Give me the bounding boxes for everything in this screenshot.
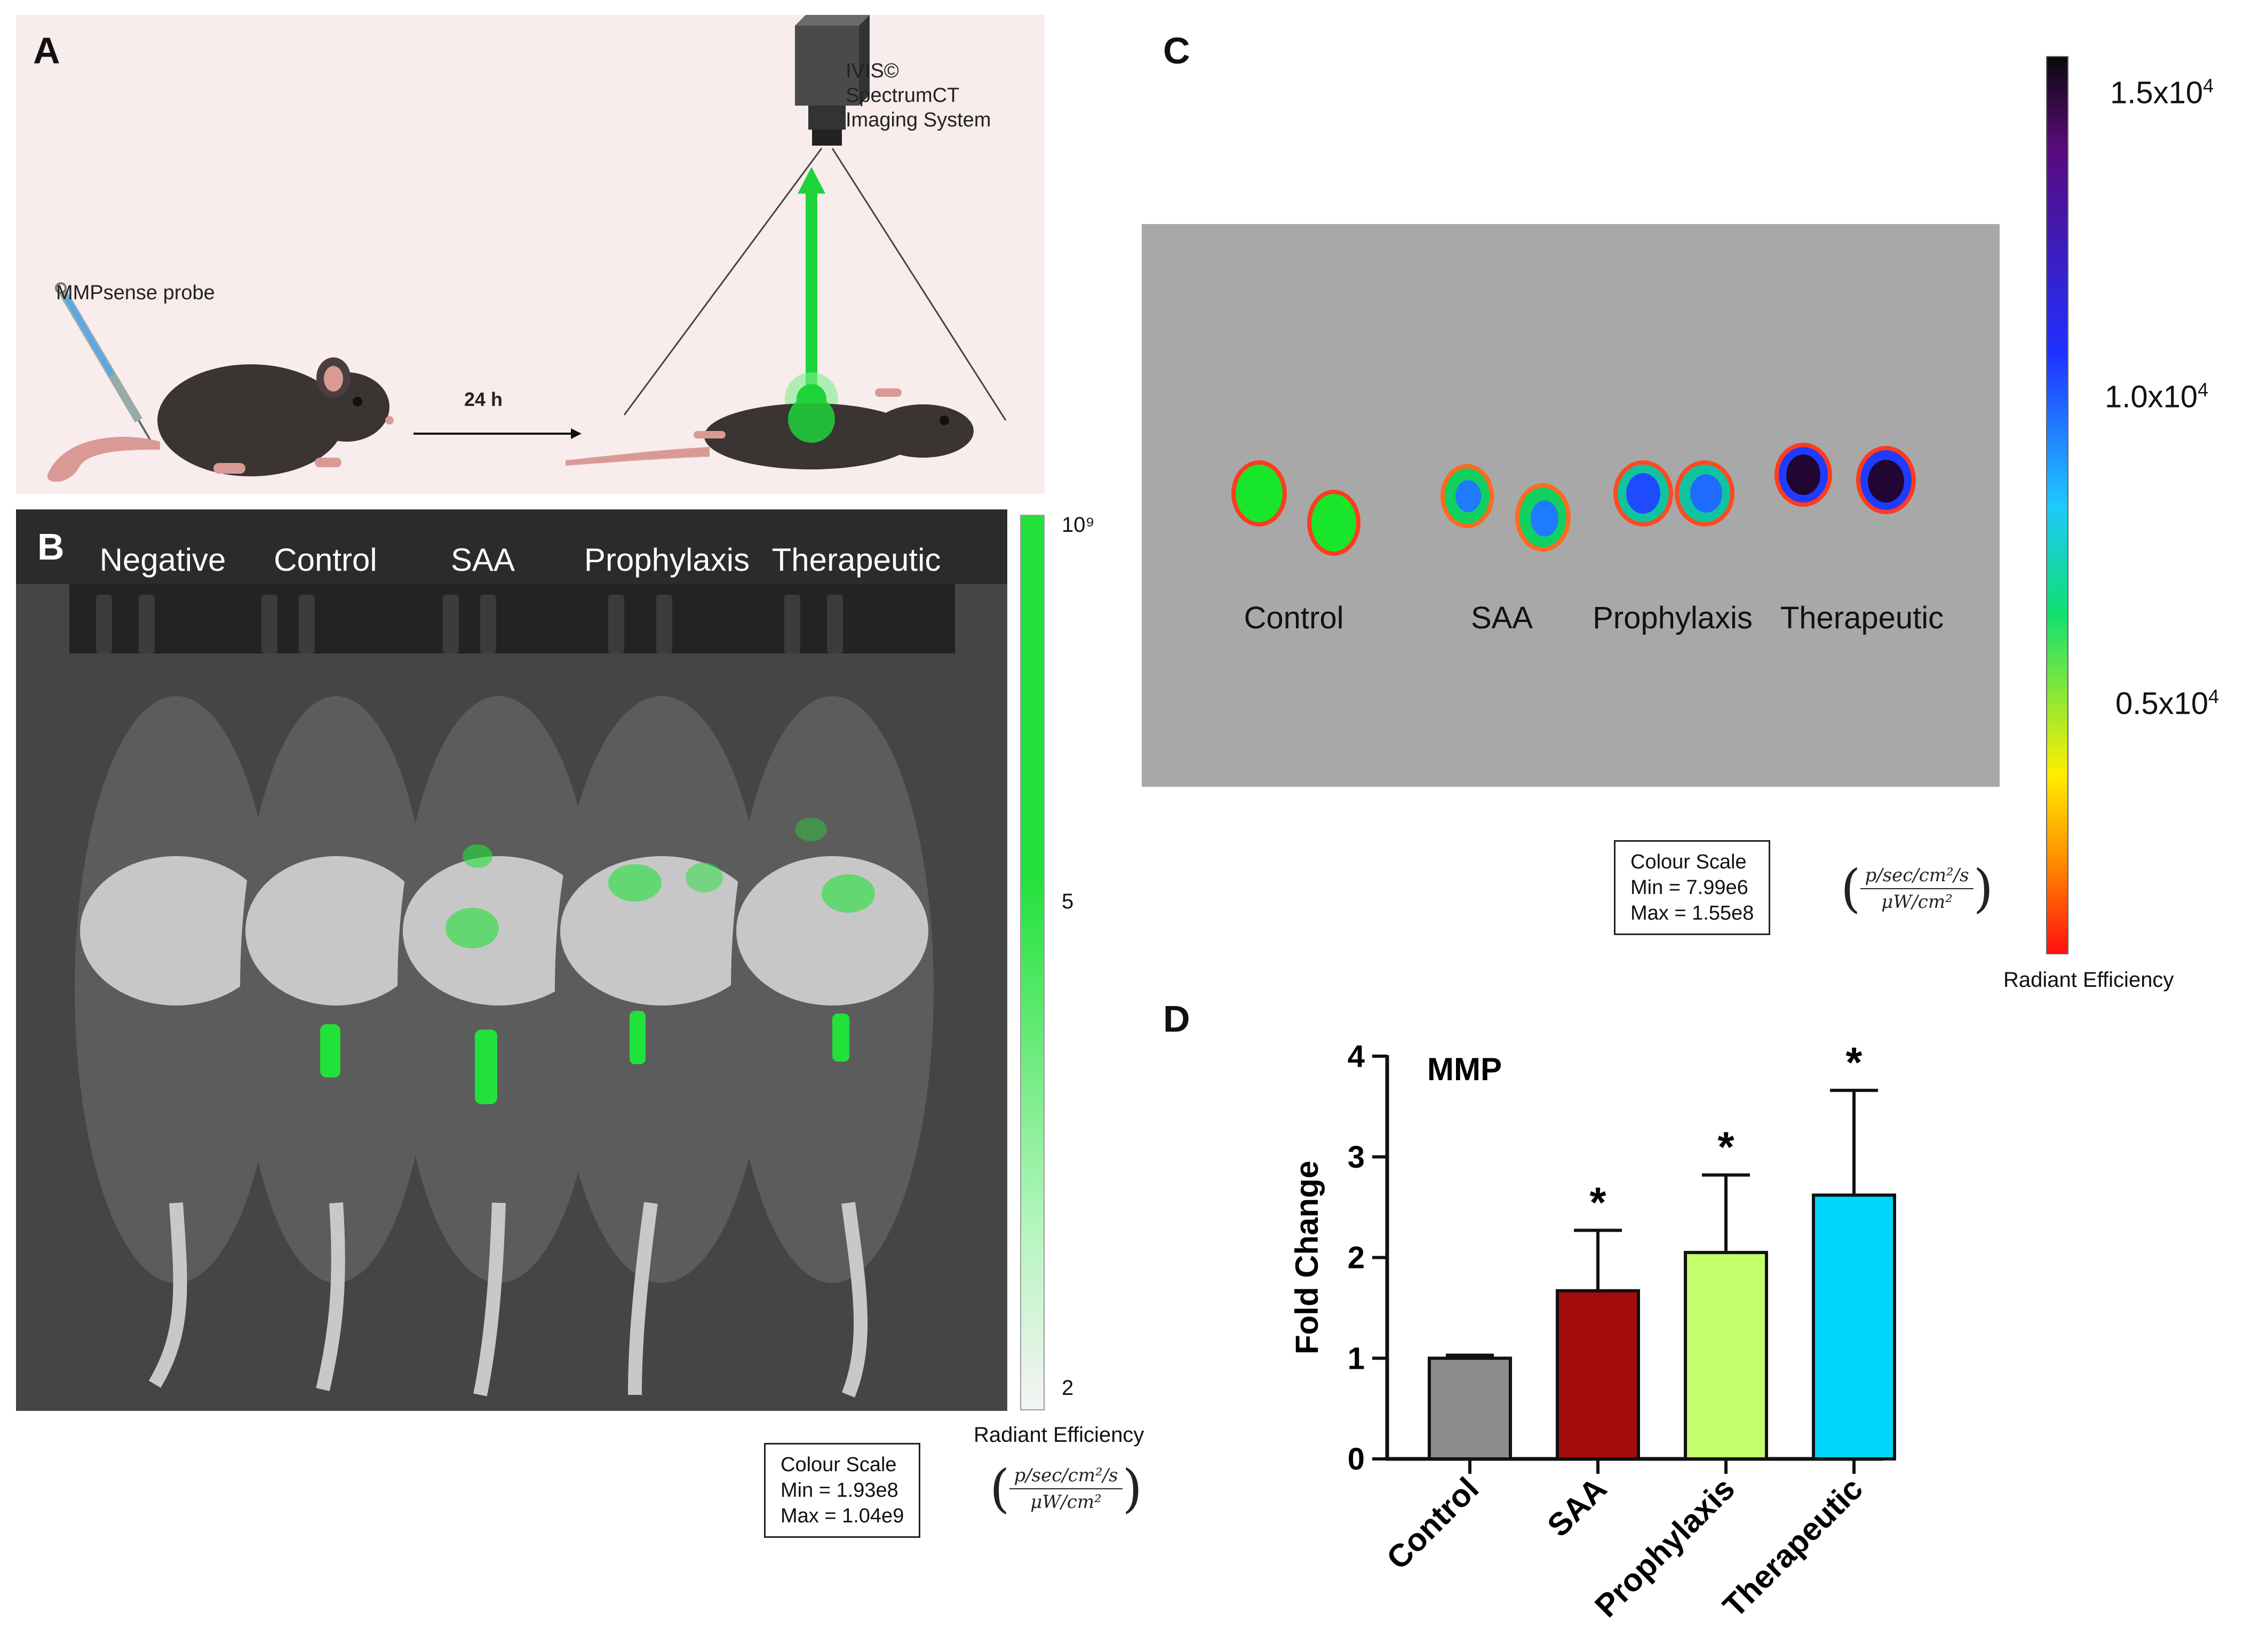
y-tick-label: 2 <box>1348 1241 1365 1275</box>
c-units-denominator: μW/cm² <box>1881 891 1953 913</box>
saa-organs <box>1441 464 1571 552</box>
b-units-denominator: μW/cm² <box>1030 1491 1102 1513</box>
panel-c-image: Control SAA Prophylaxis Therapeutic <box>1142 224 2000 787</box>
x-tick-label-control: Control <box>1380 1471 1485 1576</box>
b-scale-tick-mid: 5 <box>1062 890 1074 913</box>
c-label-therapeutic: Therapeutic <box>1780 601 1944 635</box>
b-scale-tick-max: 10⁹ <box>1062 513 1095 537</box>
significance-star-saa: * <box>1589 1179 1606 1226</box>
probe-label: MMPsense probe <box>56 282 215 304</box>
mouse-prophylaxis <box>555 696 768 1395</box>
prophylaxis-organs <box>1613 460 1734 526</box>
x-tick-label-saa: SAA <box>1540 1471 1613 1544</box>
b-units-numerator: p/sec/cm²/s <box>1009 1465 1123 1489</box>
mouse-negative <box>75 696 277 1388</box>
c-label-saa: SAA <box>1470 601 1533 635</box>
c-scale-tick-high: 1.5x104 <box>2110 75 2214 110</box>
b-label-prophylaxis: Prophylaxis <box>584 542 750 578</box>
experiment-schematic <box>47 15 1007 482</box>
b-colour-scale-max: Max = 1.04e9 <box>781 1505 904 1527</box>
panel-letter-d: D <box>1163 998 1190 1040</box>
therapeutic-organs <box>1774 443 1916 514</box>
mouse-before-icon <box>47 357 394 482</box>
mouse-therapeutic <box>731 696 934 1398</box>
view-cone-right <box>831 148 1007 421</box>
bar-saa <box>1556 1289 1640 1461</box>
control-organs <box>1231 460 1360 556</box>
b-colour-scale-min: Min = 1.93e8 <box>781 1479 898 1502</box>
mouse-saa <box>397 696 600 1396</box>
panel-b-image: Negative Control SAA Prophylaxis Therape… <box>16 509 1007 1411</box>
imaging-system-line-2: SpectrumCT <box>846 84 960 107</box>
b-scale-tick-min: 2 <box>1062 1376 1074 1400</box>
b-label-negative: Negative <box>99 542 226 578</box>
mouse-imaged-icon <box>566 388 974 469</box>
b-colour-scale-title: Colour Scale <box>781 1454 897 1476</box>
b-colour-scale-bar <box>1020 515 1045 1410</box>
significance-star-therapeutic: * <box>1845 1039 1863 1086</box>
y-tick-label: 3 <box>1348 1140 1365 1175</box>
y-axis-label: Fold Change <box>1289 1161 1325 1354</box>
c-radiant-label: Radiant Efficiency <box>2003 968 2174 992</box>
view-cone-left <box>623 148 823 416</box>
c-colour-scale-max: Max = 1.55e8 <box>1630 902 1754 924</box>
c-colour-scale-bar <box>2046 56 2068 954</box>
c-scale-tick-mid: 1.0x104 <box>2105 379 2209 414</box>
panel-a-schematic: IVIS© SpectrumCT Imaging System MMPsense… <box>16 15 1045 494</box>
b-radiant-label: Radiant Efficiency <box>974 1423 1144 1447</box>
panel-letter-c: C <box>1163 30 1190 71</box>
syringe-icon <box>55 282 155 447</box>
bar-therapeutic <box>1812 1193 1896 1461</box>
b-colour-scale-box: Colour Scale Min = 1.93e8 Max = 1.04e9 <box>764 1443 921 1538</box>
panel-letter-b: B <box>37 526 65 568</box>
bar-prophylaxis <box>1684 1251 1768 1461</box>
y-tick-label: 4 <box>1348 1039 1365 1074</box>
c-units-numerator: p/sec/cm²/s <box>1860 865 1973 889</box>
signal-arrow-icon <box>785 167 838 426</box>
significance-star-prophylaxis: * <box>1717 1123 1734 1171</box>
imaging-system-line-1: IVIS© <box>846 60 899 82</box>
y-tick-label: 1 <box>1348 1341 1365 1376</box>
y-tick-label: 0 <box>1348 1442 1365 1477</box>
c-colour-scale-min: Min = 7.99e6 <box>1630 876 1748 899</box>
bar-control <box>1428 1356 1512 1461</box>
imaging-system-line-3: Imaging System <box>846 109 991 131</box>
c-label-control: Control <box>1244 601 1344 635</box>
organ-fluorescence-image <box>1142 224 2000 787</box>
c-label-prophylaxis: Prophylaxis <box>1593 601 1753 635</box>
camera-icon <box>795 15 870 146</box>
c-scale-tick-low: 0.5x104 <box>2115 685 2219 721</box>
time-label: 24 h <box>464 388 503 410</box>
c-colour-scale-title: Colour Scale <box>1630 851 1747 873</box>
mouse-control <box>240 696 432 1391</box>
b-label-therapeutic: Therapeutic <box>771 542 941 578</box>
mice-fluorescence-image <box>16 509 1007 1411</box>
b-label-control: Control <box>274 542 377 578</box>
imaging-system-label: IVIS© SpectrumCT Imaging System <box>846 59 991 132</box>
c-colour-scale-box: Colour Scale Min = 7.99e6 Max = 1.55e8 <box>1614 840 1771 935</box>
chart-title: MMP <box>1427 1051 1502 1087</box>
b-label-saa: SAA <box>450 542 515 578</box>
panel-letter-a: A <box>33 30 60 71</box>
